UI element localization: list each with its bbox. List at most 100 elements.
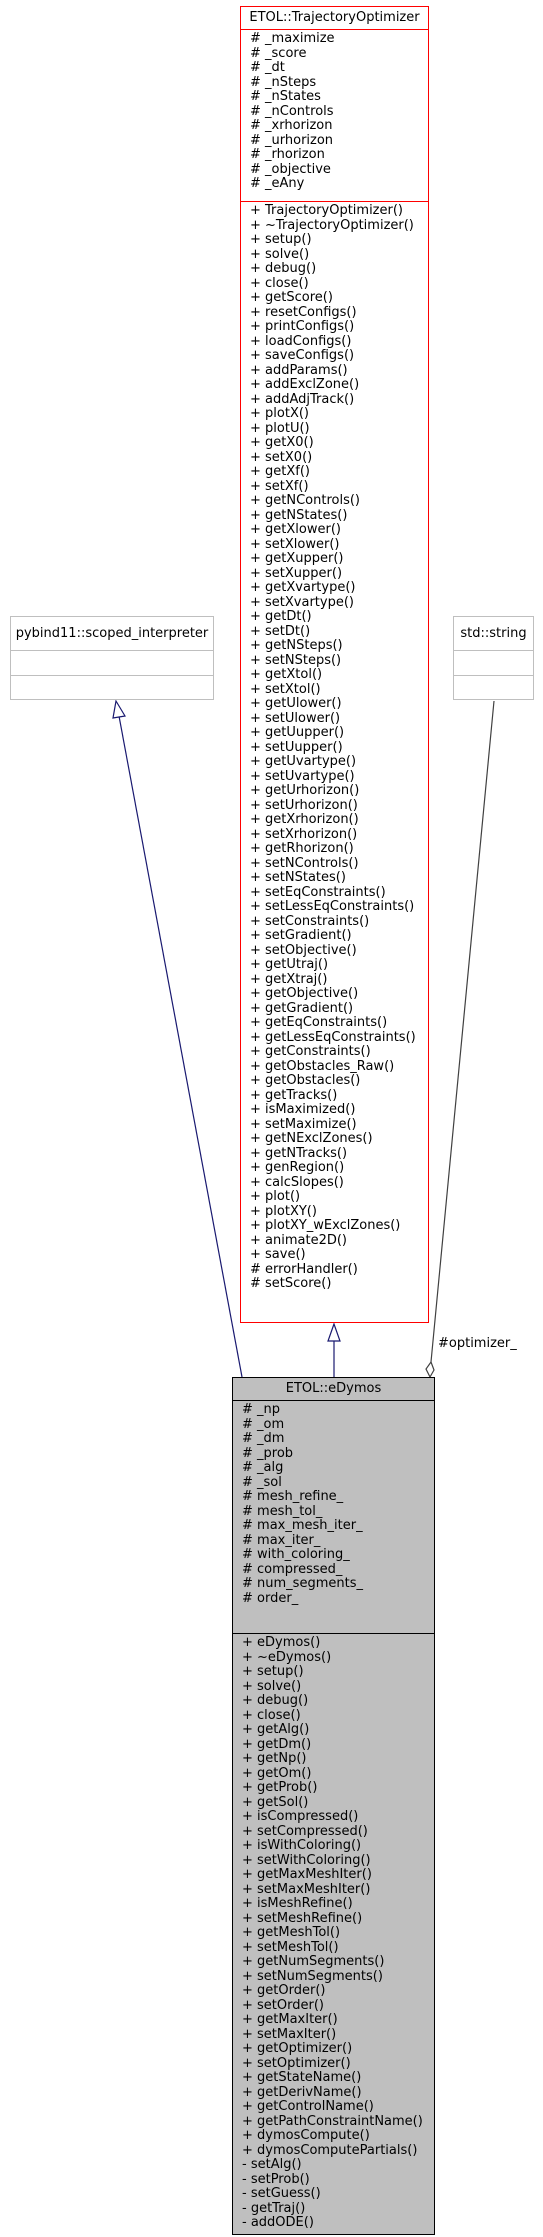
method-item: + resetConfigs() xyxy=(250,305,357,320)
attribute-item: # _alg xyxy=(242,1461,284,1475)
method-item: + getUupper() xyxy=(250,726,345,740)
method-item: + getNTracks() xyxy=(250,1146,348,1161)
method-item: + setNumSegments() xyxy=(242,1969,383,1984)
method-item: + setEqConstraints() xyxy=(250,885,386,900)
method-item: + getNStates() xyxy=(250,508,348,523)
method-item: + getMeshTol() xyxy=(242,1926,341,1940)
method-item: + setMaxMeshIter() xyxy=(242,1882,371,1897)
method-item: + setDt() xyxy=(250,624,311,639)
method-item: + getPathConstraintName() xyxy=(242,2114,423,2129)
method-item: + solve() xyxy=(250,247,310,262)
method-item: + plotXY() xyxy=(250,1204,317,1219)
method-item: + debug() xyxy=(242,1694,309,1708)
method-item: + getScore() xyxy=(250,291,333,305)
class-std-string[interactable]: std::string xyxy=(453,616,534,700)
attribute-list xyxy=(11,651,213,676)
attribute-item: # _objective xyxy=(250,162,331,177)
method-item: + printConfigs() xyxy=(250,320,355,334)
attribute-item: # compressed_ xyxy=(242,1562,343,1577)
method-item: + setNControls() xyxy=(250,856,359,871)
method-item: + getProb() xyxy=(242,1781,318,1795)
attribute-item: # mesh_tol_ xyxy=(242,1504,323,1519)
class-name: ETOL::TrajectoryOptimizer xyxy=(241,7,428,30)
method-item: # errorHandler() xyxy=(250,1262,358,1277)
edge-inherits-scoped-interpreter xyxy=(118,715,243,1378)
method-item: + addAdjTrack() xyxy=(250,392,355,407)
method-item: + getLessEqConstraints() xyxy=(250,1030,416,1045)
method-item: + setXf() xyxy=(250,479,309,494)
method-item: + getNumSegments() xyxy=(242,1955,385,1969)
attribute-item: # _maximize xyxy=(250,32,335,46)
method-item: + getStateName() xyxy=(242,2071,362,2085)
method-item: + setup() xyxy=(242,1665,304,1679)
method-item: + genRegion() xyxy=(250,1161,345,1175)
method-item: + getUrhorizon() xyxy=(250,784,360,798)
method-item: + setXrhorizon() xyxy=(250,827,358,842)
method-item: + getObstacles() xyxy=(250,1074,361,1088)
method-item: + getOrder() xyxy=(242,1984,326,1998)
attribute-item: # _dm xyxy=(242,1432,285,1446)
method-item: + getDt() xyxy=(250,610,312,624)
class-trajectory-optimizer[interactable]: ETOL::TrajectoryOptimizer # _maximize# _… xyxy=(240,6,429,1323)
attribute-item: # _nControls xyxy=(250,104,334,119)
method-item: + calcSlopes() xyxy=(250,1175,344,1190)
method-item: + ~TrajectoryOptimizer() xyxy=(250,218,414,233)
method-item: + setGradient() xyxy=(250,929,352,943)
attribute-item: # _nSteps xyxy=(250,75,317,90)
method-item: - setProb() xyxy=(242,2172,310,2187)
method-item: + setObjective() xyxy=(250,943,357,958)
attribute-item: # num_segments_ xyxy=(242,1577,363,1591)
attribute-item: # max_mesh_iter_ xyxy=(242,1519,363,1533)
method-item: + setup() xyxy=(250,233,312,247)
method-item: + getControlName() xyxy=(242,2100,374,2114)
method-item: + plot() xyxy=(250,1190,301,1204)
attribute-item: # with_coloring_ xyxy=(242,1548,350,1562)
method-item: + getNp() xyxy=(242,1752,307,1766)
method-item: + isMeshRefine() xyxy=(242,1897,353,1911)
aggregation-diamond xyxy=(425,1360,435,1379)
method-item: + plotU() xyxy=(250,421,310,436)
method-list: + eDymos()+ ~eDymos()+ setup()+ solve()+… xyxy=(233,1634,434,2231)
method-item: + getRhorizon() xyxy=(250,842,354,856)
attribute-item: # _score xyxy=(250,46,307,61)
attribute-list: # _maximize# _score# _dt# _nSteps# _nSta… xyxy=(241,30,428,202)
method-item: + dymosComputePartials() xyxy=(242,2143,418,2158)
method-item: + getEqConstraints() xyxy=(250,1016,388,1030)
attribute-item: # _urhorizon xyxy=(250,133,334,148)
method-item: + getUvartype() xyxy=(250,755,357,769)
method-item: + plotX() xyxy=(250,407,309,421)
method-item: + setNStates() xyxy=(250,871,346,885)
method-item: + setUupper() xyxy=(250,740,343,755)
method-item: + getMaxMeshIter() xyxy=(242,1868,372,1882)
attribute-item: # _om xyxy=(242,1417,285,1432)
attribute-list: # _np# _om# _dm# _prob# _alg# _sol# mesh… xyxy=(233,1401,434,1634)
attribute-item: # _nStates xyxy=(250,90,321,104)
class-name: std::string xyxy=(454,617,533,651)
method-item: + getNControls() xyxy=(250,494,361,508)
class-scoped-interpreter[interactable]: pybind11::scoped_interpreter xyxy=(10,616,214,700)
method-item: + getXlower() xyxy=(250,523,341,537)
method-item: + setXlower() xyxy=(250,537,340,552)
attribute-item: # _np xyxy=(242,1403,281,1417)
method-item: + getNSteps() xyxy=(250,639,343,653)
attribute-item: # max_iter_ xyxy=(242,1533,321,1548)
inherit-arrowhead-scoped-interpreter xyxy=(112,699,126,719)
edge-uses-std-string xyxy=(430,700,495,1363)
method-item: + setUrhorizon() xyxy=(250,798,358,813)
class-name: ETOL::eDymos xyxy=(233,1378,434,1401)
method-item: + getUtraj() xyxy=(250,958,329,972)
method-item: + getMaxIter() xyxy=(242,2013,338,2027)
method-item: + getOptimizer() xyxy=(242,2042,353,2056)
method-item: + setMaxIter() xyxy=(242,2027,337,2042)
method-list: + TrajectoryOptimizer()+ ~TrajectoryOpti… xyxy=(241,202,428,1292)
method-item: + getX0() xyxy=(250,436,314,450)
method-item: + getTracks() xyxy=(250,1088,338,1103)
method-item: + getConstraints() xyxy=(250,1045,371,1059)
attribute-item: # _xrhorizon xyxy=(250,119,333,133)
method-item: + setWithColoring() xyxy=(242,1853,371,1868)
method-item: + getGradient() xyxy=(250,1001,354,1016)
method-item: + setXvartype() xyxy=(250,595,354,610)
class-edymos[interactable]: ETOL::eDymos # _np# _om# _dm# _prob# _al… xyxy=(232,1377,435,2235)
method-item: + setConstraints() xyxy=(250,914,370,929)
